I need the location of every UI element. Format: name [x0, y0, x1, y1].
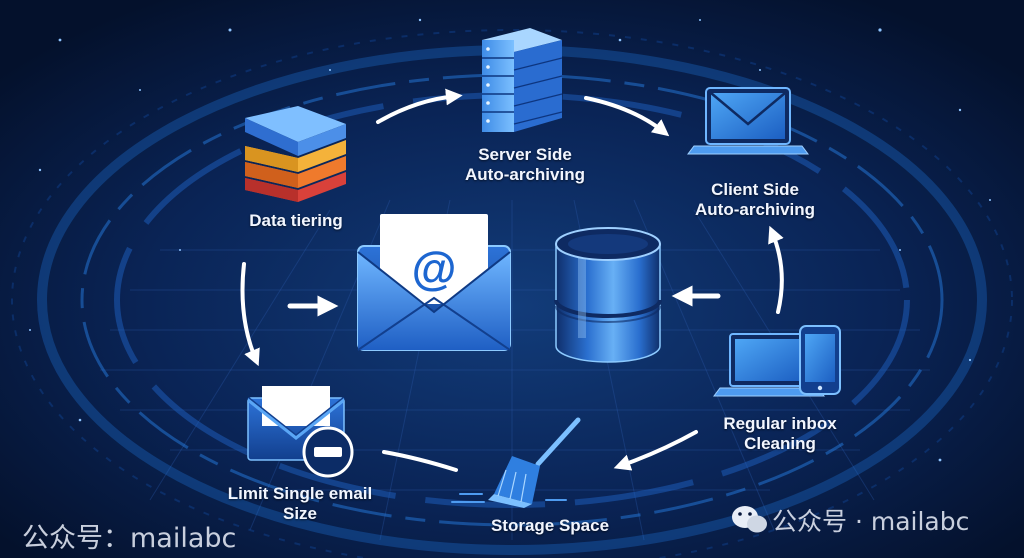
- label-line: Cleaning: [744, 434, 816, 454]
- server-rack-icon: [482, 28, 563, 132]
- arrow-tiering-to-limit: [240, 262, 260, 367]
- wechat-icon: [732, 506, 767, 533]
- arrow-server-to-client: [584, 96, 670, 137]
- label-data-tiering: Data tiering: [226, 211, 366, 231]
- database-cylinder-icon: [554, 227, 662, 363]
- label-limit-email: Limit Single email Size: [200, 484, 400, 524]
- particles: [29, 18, 991, 462]
- envelope-block-icon: [247, 386, 354, 478]
- label-line: Regular inbox: [723, 414, 837, 433]
- broom-icon: [451, 417, 581, 508]
- label-line: Storage Space: [490, 516, 610, 535]
- arrow-inbox-to-client: [768, 225, 784, 314]
- arrow-tiering-to-server: [376, 88, 463, 124]
- arrow-storage-to-limit: [382, 450, 458, 472]
- label-line: Auto-archiving: [695, 200, 815, 220]
- label-line: Client Side: [711, 180, 799, 199]
- label-line: Server Side: [478, 145, 572, 164]
- layers-icon: [245, 106, 346, 202]
- label-storage-space: Storage Space: [470, 516, 630, 536]
- watermark-right: 公众号 · mailabc: [772, 507, 970, 536]
- label-line: Auto-archiving: [465, 165, 585, 185]
- label-server-side: Server Side Auto-archiving: [440, 145, 610, 185]
- email-envelope-icon: [357, 214, 511, 351]
- label-regular-inbox: Regular inbox Cleaning: [700, 414, 860, 454]
- label-line: Data tiering: [249, 211, 343, 230]
- laptop-phone-icon: [713, 325, 841, 397]
- label-line: Size: [282, 504, 318, 524]
- watermark-left: 公众号：mailabc: [22, 523, 237, 554]
- label-line: Limit Single email: [227, 484, 373, 503]
- flow-arrows: [240, 88, 784, 472]
- arrow-inbox-to-storage: [613, 430, 698, 471]
- label-client-side: Client Side Auto-archiving: [670, 180, 840, 220]
- at-symbol: @: [412, 242, 457, 294]
- laptop-icon: [687, 87, 809, 155]
